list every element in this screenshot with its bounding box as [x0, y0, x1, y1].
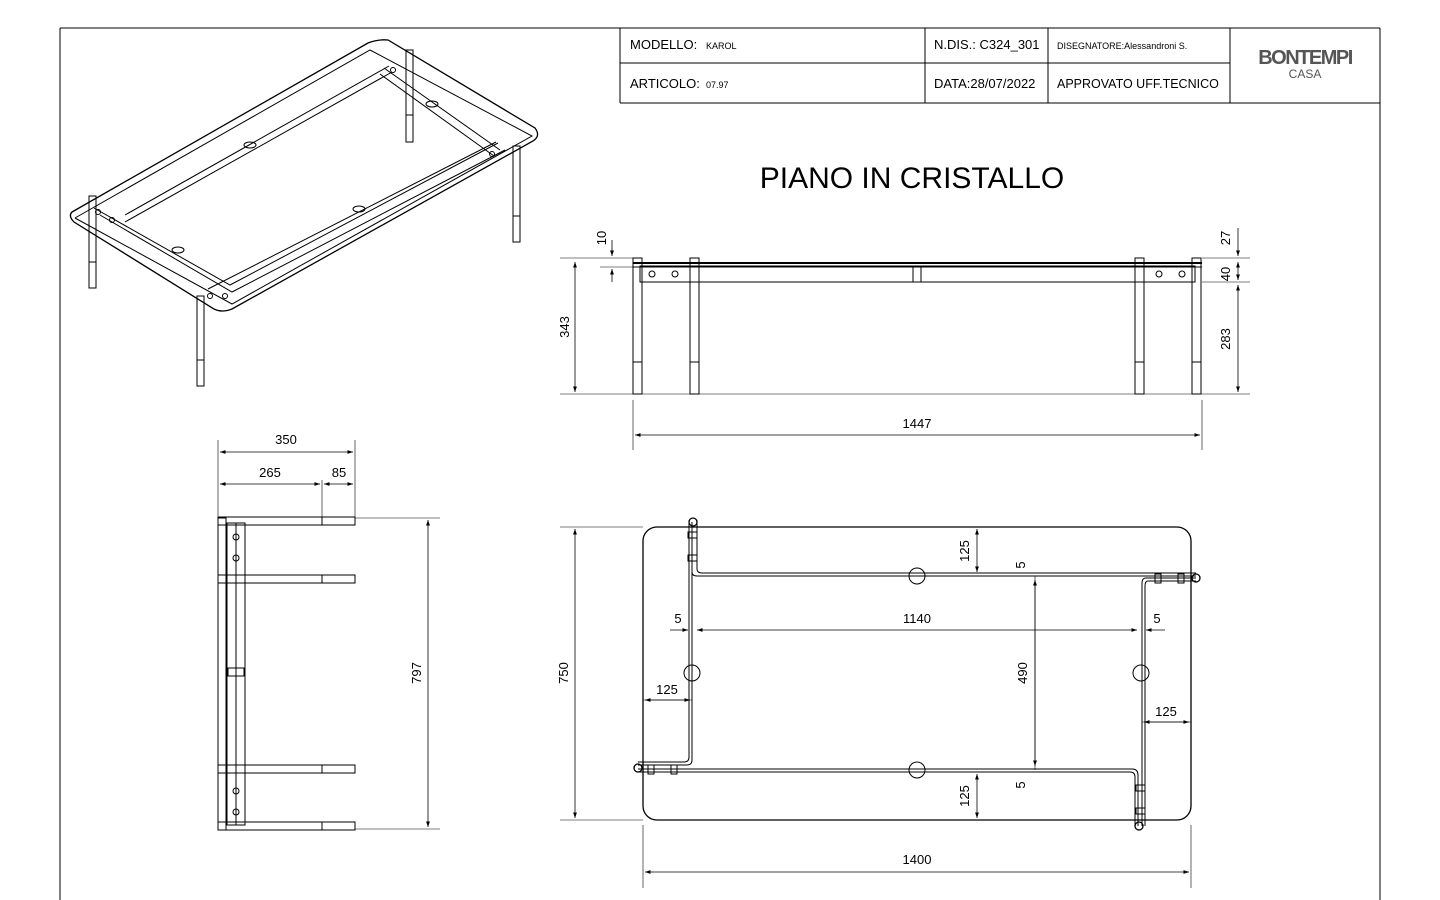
drawing-date: DATA:28/07/2022	[934, 76, 1035, 91]
dim-rail-inset-top: 125	[957, 540, 972, 562]
articolo-label: ARTICOLO:	[630, 76, 700, 91]
dim-offset-bottom: 5	[1013, 781, 1028, 788]
drawing-title: PIANO IN CRISTALLO	[760, 162, 1065, 195]
top-view: 750 1400 1140 490 125 125 125 125 5 5 5 …	[556, 517, 1201, 888]
articolo-value: 07.97	[706, 80, 729, 90]
dim-glass-width: 750	[556, 662, 571, 684]
dim-rail-inset-right: 125	[1155, 704, 1177, 719]
dim-leg-height: 283	[1218, 328, 1233, 350]
designer-name: DISEGNATORE:Alessandroni S.	[1057, 41, 1187, 51]
dim-glass-length: 1400	[903, 852, 932, 867]
brand-logo: BONTEMPI	[1258, 47, 1353, 69]
isometric-view	[69, 39, 539, 387]
drawing-number: N.DIS.: C324_301	[934, 37, 1040, 52]
dim-rail-span: 1140	[903, 611, 931, 626]
modello-label: MODELLO:	[630, 37, 697, 52]
dim-total-depth: 350	[275, 432, 297, 447]
brand-logo-sub: CASA	[1289, 67, 1322, 81]
title-block: MODELLO: KAROL ARTICOLO: 07.97 N.DIS.: C…	[619, 28, 1380, 104]
dim-glass-thickness: 10	[594, 231, 609, 245]
dim-total-height: 343	[557, 316, 572, 338]
dim-offset-top: 5	[1013, 561, 1028, 568]
dim-total-width: 797	[409, 662, 424, 684]
dim-rail-gap: 490	[1015, 662, 1030, 684]
approval-note: APPROVATO UFF.TECNICO	[1057, 77, 1219, 91]
side-view: 350 265 85 797	[217, 432, 440, 831]
dim-top-offset: 27	[1218, 231, 1233, 245]
dim-total-length: 1447	[903, 416, 932, 431]
dim-offset-right: 5	[1153, 611, 1160, 626]
dim-foot-depth: 85	[332, 465, 346, 480]
front-view: 343 10 27 40 283 1447	[557, 228, 1250, 450]
dim-inner-depth: 265	[259, 465, 281, 480]
dim-rail-inset-bottom: 125	[957, 785, 972, 807]
dim-rail-height: 40	[1218, 267, 1233, 281]
dim-rail-inset-left: 125	[656, 682, 678, 697]
modello-value: KAROL	[706, 41, 737, 51]
drawing-frame	[59, 27, 1381, 900]
dim-offset-left: 5	[674, 611, 681, 626]
